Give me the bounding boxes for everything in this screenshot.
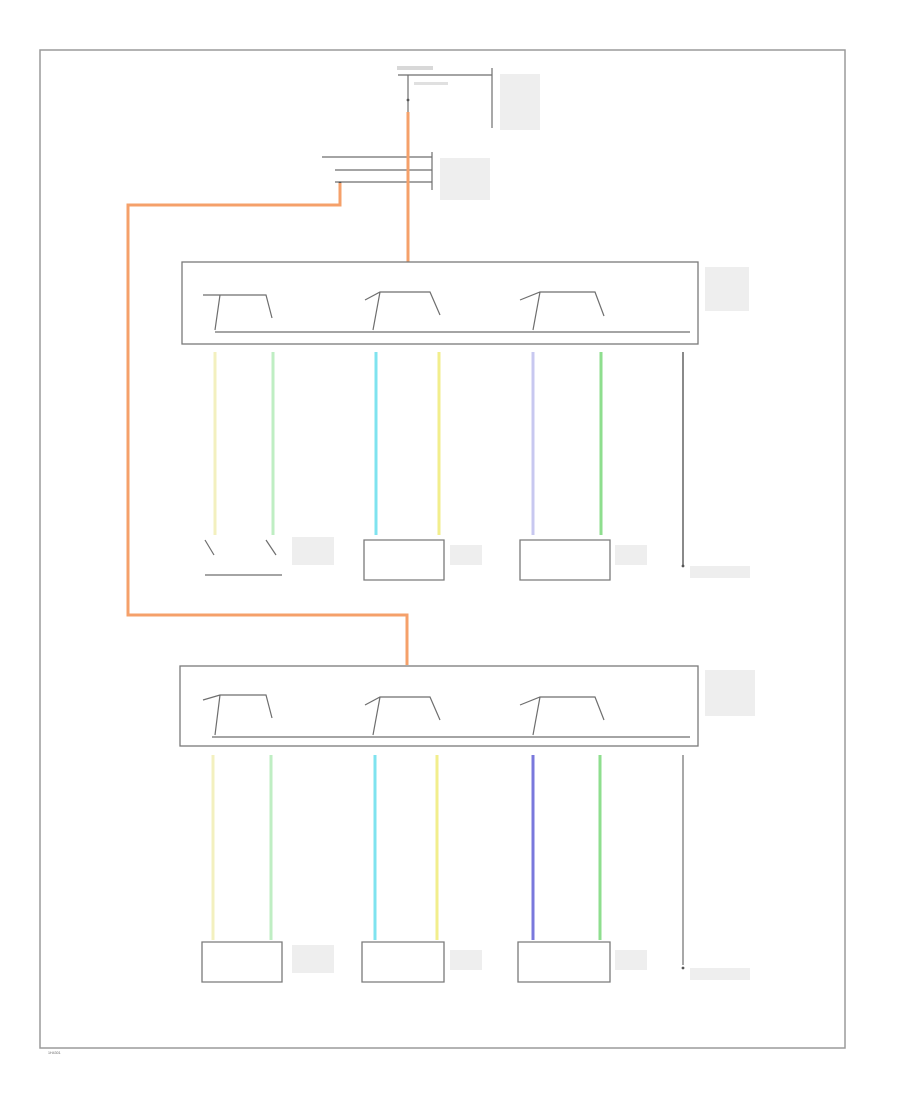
- driver-switch-contact-center: [364, 291, 441, 331]
- passenger-harness: [211, 755, 684, 965]
- passenger-motor-label-smudge: [292, 945, 334, 973]
- driver-motor-label-smudge: [615, 545, 647, 565]
- driver-seat-switch: [181, 261, 749, 345]
- passenger-seat-switch: [179, 665, 755, 747]
- passenger-switch-label-smudge: [705, 670, 755, 716]
- passenger-switch-contact-right: [519, 696, 605, 736]
- source-terminal: [406, 98, 410, 102]
- passenger-ground-label-smudge: [690, 968, 750, 980]
- passenger-switch-contact-center: [364, 696, 441, 736]
- passenger-motor-rear-height: [517, 941, 611, 983]
- driver-motor-label-smudge: [450, 545, 482, 565]
- driver-harness: [213, 352, 684, 565]
- power-source: [397, 66, 540, 130]
- driver-motor-label-smudge: [292, 537, 334, 565]
- driver-switch-label-smudge: [705, 267, 749, 311]
- driver-switch-contact-right: [519, 291, 605, 331]
- passenger-ground-point: [681, 966, 685, 970]
- passenger-switch-housing: [179, 665, 699, 747]
- driver-switch-contact-left: [203, 294, 273, 331]
- passenger-motor-label-smudge: [615, 950, 647, 970]
- passenger-motor-recline: [201, 941, 283, 983]
- driver-motor-recline: [204, 539, 282, 576]
- driver-motor-front-height: [363, 539, 445, 581]
- source-label-smudge: [500, 74, 540, 130]
- diagram-frame: [39, 49, 846, 1049]
- driver-ground-point: [681, 564, 685, 568]
- driver-motor-rear-height: [519, 539, 611, 581]
- driver-switch-housing: [181, 261, 699, 345]
- figure-id: 1H4301: [48, 1051, 61, 1055]
- passenger-switch-contact-left: [202, 694, 273, 736]
- junction-label-smudge: [440, 158, 490, 200]
- source-label-smudge: [397, 66, 433, 70]
- driver-ground-label-smudge: [690, 566, 750, 578]
- passenger-motor-label-smudge: [450, 950, 482, 970]
- orange-wire-branch: [126, 183, 409, 665]
- passenger-motors: [201, 941, 750, 983]
- orange-feed-wires: [126, 112, 410, 665]
- source-label-smudge: [414, 82, 448, 85]
- passenger-motor-front-height: [361, 941, 445, 983]
- connector-junction: [322, 152, 490, 200]
- driver-motors: [204, 537, 750, 581]
